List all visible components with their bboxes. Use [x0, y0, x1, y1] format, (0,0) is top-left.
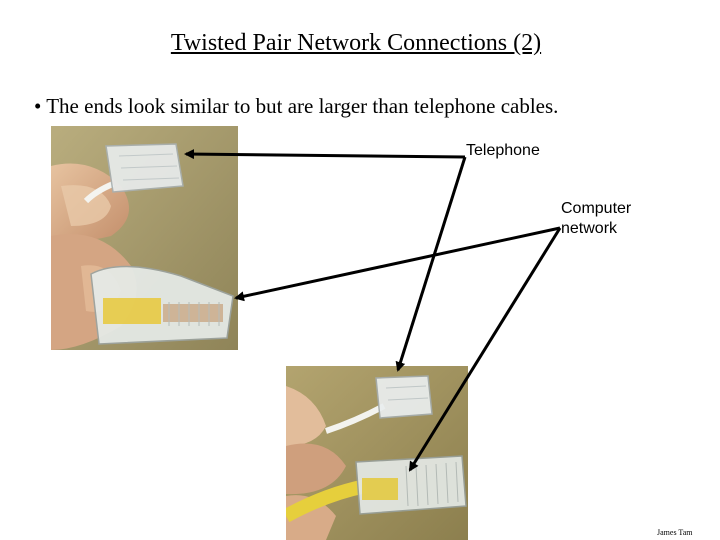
- arrow-telephone-bottom: [395, 156, 467, 372]
- footer-author: James Tam: [657, 528, 693, 537]
- photo-connectors-in-hand-image: [51, 126, 238, 350]
- photo-connectors-closeup: [286, 366, 468, 540]
- arrow-network-bottom: [408, 227, 562, 472]
- arrow-telephone-top: [184, 149, 466, 160]
- photo-connectors-closeup-image: [286, 366, 468, 540]
- label-computer-network: Computer network: [561, 199, 661, 239]
- label-computer-network-line1: Computer: [561, 200, 632, 217]
- slide-title: Twisted Pair Network Connections (2): [170, 30, 542, 56]
- label-telephone: Telephone: [466, 142, 540, 159]
- label-computer-network-line2: network: [561, 220, 618, 237]
- arrow-network-top: [234, 226, 561, 302]
- photo-connectors-in-hand: [51, 126, 238, 350]
- bullet-text: • The ends look similar to but are large…: [34, 94, 559, 118]
